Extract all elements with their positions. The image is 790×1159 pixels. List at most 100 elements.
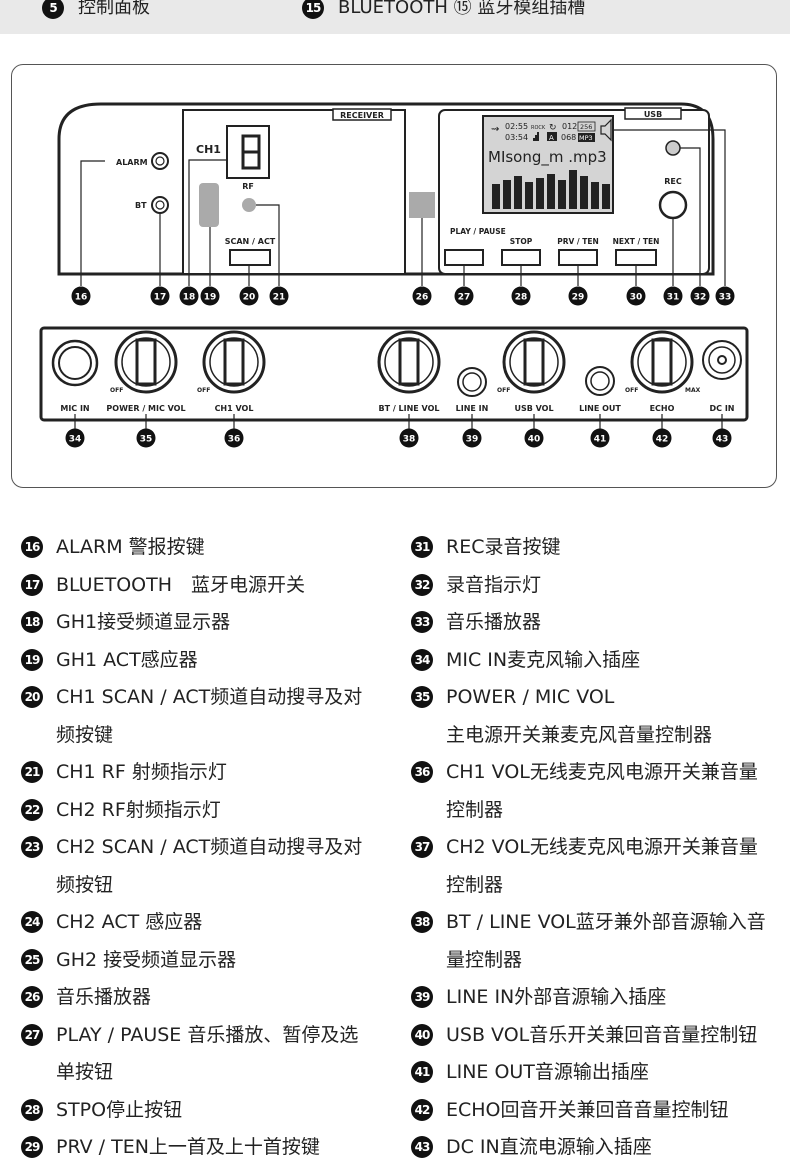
- lower-leaders: [74, 414, 723, 430]
- ch1-rf-indicator: [242, 198, 256, 212]
- lcd-mode: A: [549, 134, 554, 142]
- mic-in-jack-inner: [58, 346, 92, 380]
- power-mic-vol-knob[interactable]: [114, 330, 178, 394]
- legend-item-text: 频按键: [56, 723, 114, 746]
- legend-item-text: GH1 ACT感应器: [56, 648, 198, 671]
- control-panel-diagram: RECEIVER USB ALARM BT CH1 RF SCAN / ACT …: [39, 102, 749, 448]
- legend-item-text: CH1 SCAN / ACT频道自动搜寻及对: [56, 686, 363, 708]
- next-ten-button[interactable]: [615, 249, 657, 266]
- legend-item-text: 单按钮: [56, 1061, 114, 1083]
- callout-18: [179, 286, 199, 306]
- number-badge: 16: [21, 536, 43, 558]
- dc-in-label: DC IN: [710, 404, 735, 413]
- callout-21-text: 21: [273, 293, 286, 303]
- echo-label: ECHO: [650, 404, 675, 413]
- lcd-eq: ROCK: [531, 125, 546, 131]
- leader-16: [80, 160, 105, 286]
- callout-31: [663, 286, 683, 306]
- legend-item-text: 音乐播放器: [446, 611, 542, 633]
- bt-line-vol-knob[interactable]: [377, 330, 441, 394]
- callout-42: [652, 428, 672, 448]
- usb-tag: [624, 107, 682, 120]
- callout-34: [65, 428, 85, 448]
- lcd-song-title: MIsong_m .mp3: [488, 148, 607, 167]
- legend-item-text: 录音指示灯: [446, 573, 542, 596]
- leader-32: [680, 147, 701, 286]
- number-badge: 32: [411, 573, 433, 596]
- ch1-off-marker: OFF: [197, 387, 210, 394]
- lcd-time2: 03:54: [505, 133, 528, 142]
- legend-item-text: USB VOL音乐开关兼回音音量控制钮: [446, 1023, 758, 1046]
- callout-29: [568, 286, 588, 306]
- legend-item-text: MIC IN麦克风输入插座: [446, 648, 641, 671]
- number-badge: 26: [21, 986, 43, 1008]
- legend-item-text: LINE IN外部音源输入插座: [446, 986, 667, 1008]
- callout-39-text: 39: [466, 435, 479, 445]
- callout-21: [269, 286, 289, 306]
- legend-item-text: 控制器: [446, 873, 504, 896]
- prev-ten-label: PRV / TEN: [557, 237, 599, 246]
- number-badge: 17: [21, 573, 43, 596]
- legend-item-text: 音乐播放器: [56, 986, 152, 1008]
- mode-box: [547, 132, 557, 141]
- callout-29-text: 29: [572, 293, 585, 303]
- legend-item-text: 量控制器: [446, 948, 523, 971]
- stop-button[interactable]: [501, 249, 541, 266]
- prev-ten-button[interactable]: [558, 249, 598, 266]
- next-ten-label: NEXT / TEN: [613, 237, 660, 246]
- number-badge: 42: [411, 1098, 433, 1121]
- ch1-act-sensor: [199, 183, 219, 227]
- legend-item-text: 频按钮: [56, 873, 114, 896]
- play-pause-label: PLAY / PAUSE: [450, 227, 506, 236]
- receiver-tag: [332, 108, 392, 121]
- callout-16-text: 16: [75, 293, 88, 303]
- callout-31-text: 31: [667, 293, 680, 303]
- rec-label: REC: [664, 177, 682, 186]
- callout-30: [626, 286, 646, 306]
- callout-17-text: 17: [154, 293, 167, 303]
- ch1-vol-knob[interactable]: [202, 330, 266, 394]
- usb-vol-knob[interactable]: [502, 330, 566, 394]
- number-badge: 40: [411, 1023, 433, 1046]
- ch1-vol-label: CH1 VOL: [215, 404, 254, 413]
- lcd-format: MP3: [579, 134, 593, 142]
- number-badge: 18: [21, 611, 43, 633]
- mic-in-label: MIC IN: [60, 404, 89, 413]
- callout-32: [690, 286, 710, 306]
- callout-19-text: 19: [204, 293, 217, 303]
- number-badge: 19: [21, 648, 43, 671]
- rec-button[interactable]: [658, 190, 688, 220]
- number-badge: 39: [411, 986, 433, 1008]
- echo-knob[interactable]: [630, 330, 694, 394]
- number-badge: 41: [411, 1061, 433, 1083]
- callout-34-text: 34: [69, 435, 82, 445]
- receiver-module: [182, 109, 406, 275]
- legend-item-text: PRV / TEN上一首及上十首按键: [56, 1136, 320, 1158]
- stop-label: STOP: [510, 237, 533, 246]
- play-pause-button[interactable]: [444, 249, 484, 266]
- callout-30-text: 30: [630, 293, 643, 303]
- callout-18-text: 18: [183, 293, 196, 303]
- alarm-button-center: [155, 156, 165, 166]
- number-badge: 31: [411, 536, 433, 558]
- leader-21: [256, 204, 280, 286]
- callout-19: [200, 286, 220, 306]
- legend-item-text: ECHO回音开关兼回音音量控制钮: [446, 1098, 729, 1121]
- top-item-label: 控制面板: [78, 0, 150, 18]
- signal-icon: [531, 132, 539, 141]
- callout-17: [150, 286, 170, 306]
- ch1-scan-act-button[interactable]: [229, 249, 271, 266]
- leader-33: [613, 129, 726, 286]
- lcd-time1: 02:55: [505, 122, 528, 131]
- bitrate-box: [577, 121, 596, 132]
- lcd-track: 012: [562, 122, 577, 131]
- callout-28: [511, 286, 531, 306]
- seven-segment-digit: [241, 134, 261, 170]
- callout-36: [224, 428, 244, 448]
- bt-switch-center: [155, 200, 165, 210]
- callout-26: [412, 286, 432, 306]
- rf-label: RF: [242, 182, 254, 191]
- lcd-spectrum: [492, 170, 610, 209]
- number-badge: 27: [21, 1023, 43, 1046]
